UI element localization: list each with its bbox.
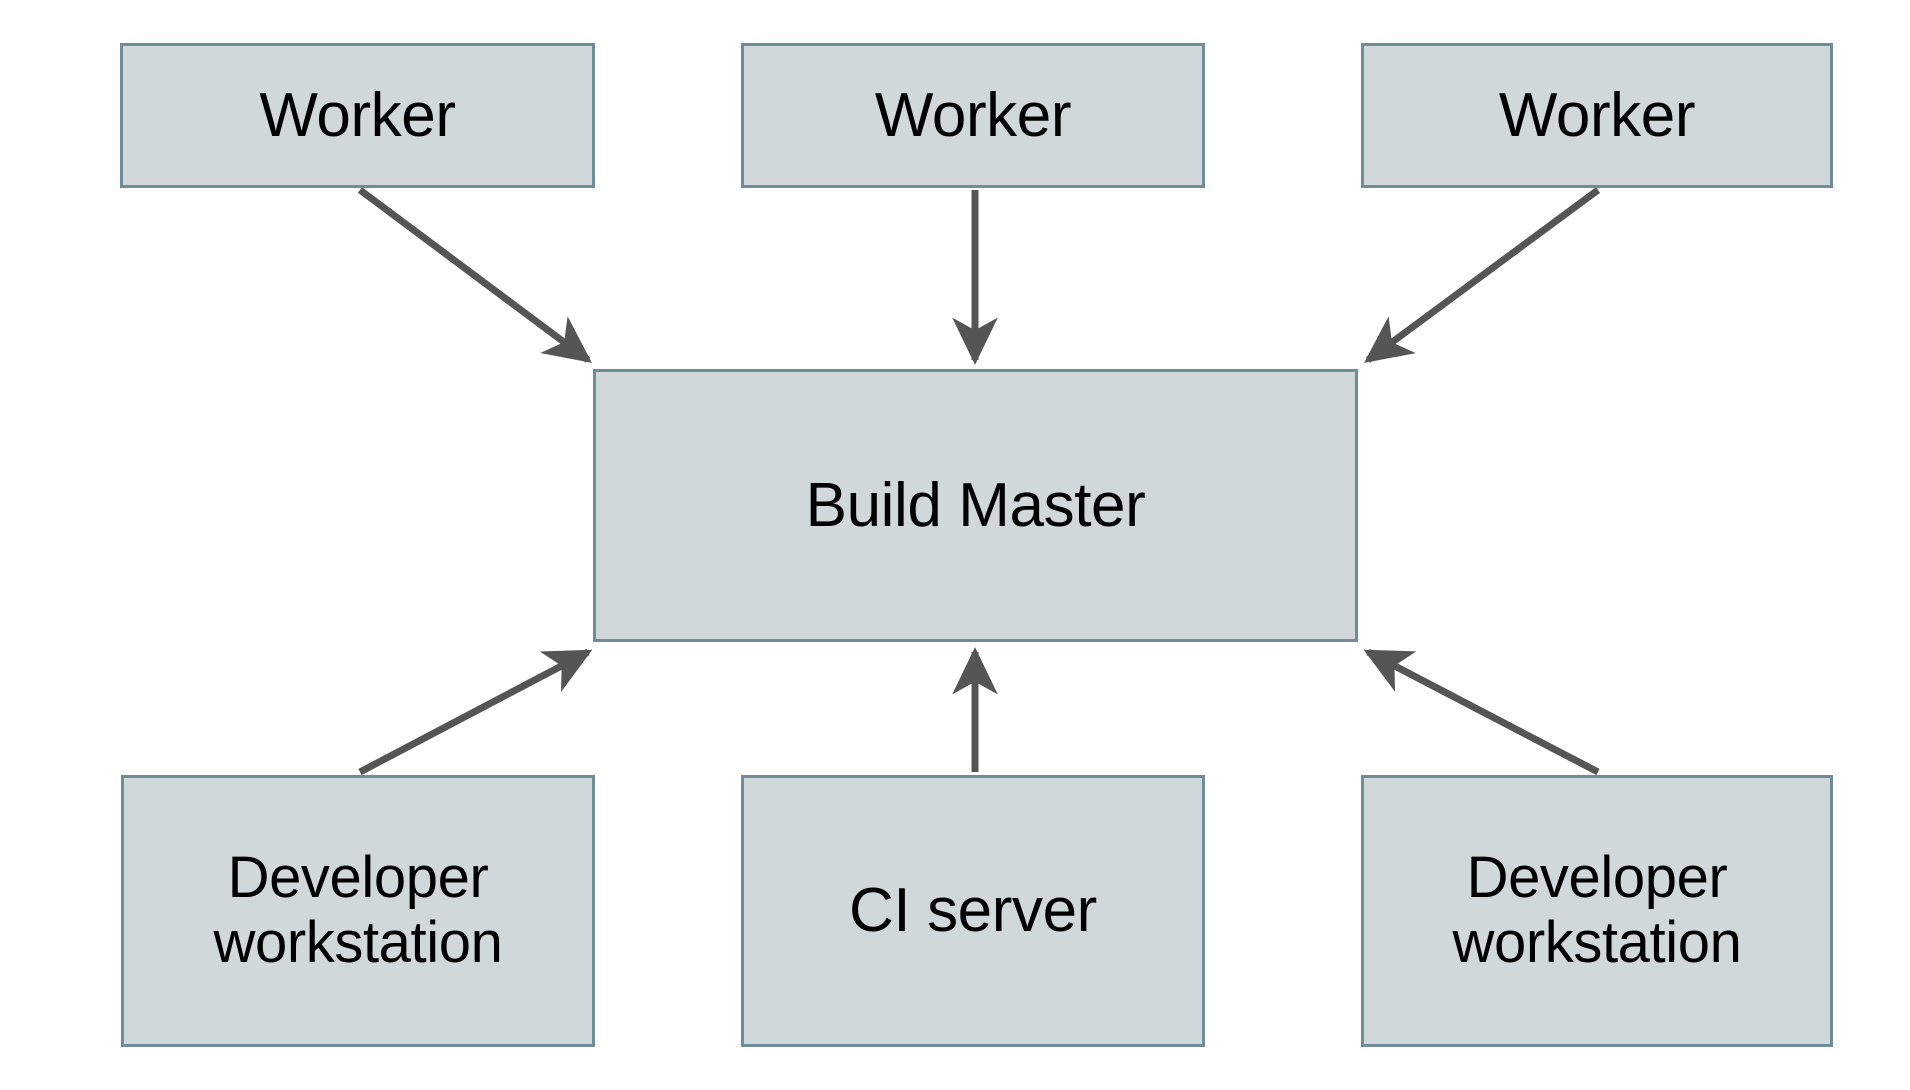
- node-developer-workstation-2[interactable]: Developer workstation: [1361, 775, 1833, 1047]
- node-worker-1[interactable]: Worker: [120, 43, 595, 188]
- node-label: Worker: [874, 80, 1072, 150]
- node-label: Developer workstation: [1452, 845, 1742, 975]
- node-label: Build Master: [805, 470, 1146, 540]
- node-label: CI server: [849, 876, 1097, 946]
- node-build-master[interactable]: Build Master: [593, 369, 1358, 642]
- edge-worker-3-to-build-master: [1364, 187, 1601, 363]
- node-worker-2[interactable]: Worker: [741, 43, 1205, 188]
- edge-dev-ws-2-to-build-master: [1363, 648, 1600, 776]
- edge-worker-1-to-build-master: [357, 187, 592, 363]
- node-label: Developer workstation: [213, 845, 503, 975]
- node-developer-workstation-1[interactable]: Developer workstation: [121, 775, 595, 1047]
- edge-dev-ws-1-to-build-master: [358, 648, 593, 776]
- node-label: Worker: [259, 80, 456, 150]
- node-worker-3[interactable]: Worker: [1361, 43, 1833, 188]
- node-label: Worker: [1498, 80, 1696, 150]
- node-ci-server[interactable]: CI server: [741, 775, 1205, 1047]
